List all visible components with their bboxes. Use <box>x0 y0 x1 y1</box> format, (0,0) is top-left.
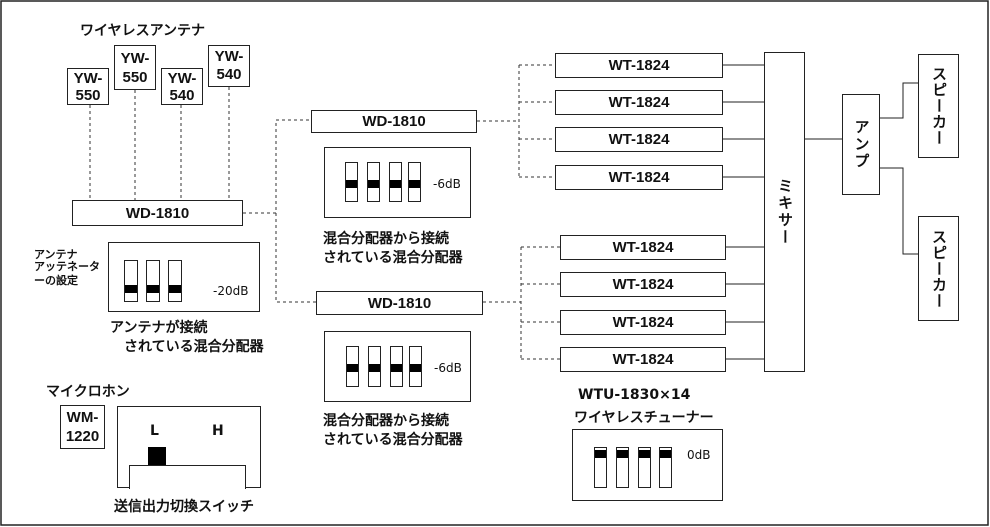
dip-switch <box>409 346 422 387</box>
dip-switch <box>345 162 358 202</box>
microphone-title: マイクロホン <box>46 384 130 400</box>
attenuator-value-20db: -20dB <box>213 284 249 298</box>
microphone-model-line2: 1220 <box>65 428 100 445</box>
upper-splitter-caption-2: されている混合分配器 <box>323 250 463 266</box>
antenna-yw540-a: YW- 540 <box>161 68 203 105</box>
upper-splitter-caption-1: 混合分配器から接続 <box>323 231 449 247</box>
tuner-box: WT-1824 <box>560 235 726 260</box>
antenna-label-line1: YW- <box>167 69 197 87</box>
attenuator-side-label-1: アンテナ <box>34 248 78 261</box>
switch-high-label: H <box>212 423 224 439</box>
microphone-model-line1: WM- <box>66 409 99 426</box>
antenna-splitter-box: WD-1810 <box>72 200 243 226</box>
dip-switch <box>124 260 138 302</box>
antenna-label-line1: YW- <box>73 69 103 87</box>
speaker-box: スピーカー <box>918 54 959 158</box>
dip-switch <box>389 162 402 202</box>
antenna-yw550-a: YW- 550 <box>67 68 109 105</box>
switch-low-label: L <box>150 423 159 439</box>
dip-switch <box>659 447 672 488</box>
dip-switch <box>390 346 403 387</box>
speaker-box: スピーカー <box>918 216 959 321</box>
dip-switch <box>408 162 421 202</box>
mixer-box: ミキサー <box>764 52 805 372</box>
tuner-attenuator-value: 0dB <box>687 448 711 462</box>
lower-splitter-caption-1: 混合分配器から接続 <box>323 413 449 429</box>
antenna-yw540-b: YW- 540 <box>208 45 250 87</box>
switch-slider-track <box>129 465 246 489</box>
upper-splitter-box: WD-1810 <box>311 110 477 133</box>
antenna-label-line2: 540 <box>216 66 242 83</box>
lower-splitter-caption-2: されている混合分配器 <box>323 432 463 448</box>
antenna-label-line2: 540 <box>169 86 195 104</box>
amp-box: アンプ <box>842 94 880 195</box>
switch-slider-knob <box>148 447 166 465</box>
dip-switch <box>594 447 607 488</box>
microphone-model-box: WM- 1220 <box>60 405 105 449</box>
dip-switch <box>638 447 651 488</box>
tuner-box: WT-1824 <box>560 347 726 372</box>
tuner-box: WT-1824 <box>560 272 726 297</box>
dip-switch <box>346 346 359 387</box>
lower-splitter-box: WD-1810 <box>316 291 483 315</box>
antenna-section-title: ワイヤレスアンテナ <box>80 23 206 39</box>
tuner-group-name: ワイヤレスチューナー <box>574 410 714 426</box>
dip-switch <box>146 260 160 302</box>
dip-switch <box>367 162 380 202</box>
antenna-label-line2: 550 <box>75 86 101 104</box>
power-switch-caption: 送信出力切換スイッチ <box>114 499 254 515</box>
dip-switch <box>368 346 381 387</box>
upper-attenuator-value: -6dB <box>433 177 461 191</box>
tuner-group-model: WTU-1830×14 <box>578 387 691 403</box>
lower-attenuator-value: -6dB <box>434 361 462 375</box>
dip-switch <box>616 447 629 488</box>
tuner-box: WT-1824 <box>555 90 723 115</box>
attenuator-side-label-2: アッテネーターの設定 <box>34 260 100 287</box>
tuner-box: WT-1824 <box>555 127 723 152</box>
tuner-box: WT-1824 <box>555 165 723 190</box>
tuner-box: WT-1824 <box>555 53 723 78</box>
dip-switch <box>168 260 182 302</box>
antenna-yw550-b: YW- 550 <box>114 45 156 90</box>
antenna-label-line1: YW- <box>214 48 244 65</box>
antenna-label-line1: YW- <box>120 49 150 67</box>
tuner-box: WT-1824 <box>560 310 726 335</box>
attenuator-caption-2: されている混合分配器 <box>124 339 264 355</box>
antenna-label-line2: 550 <box>122 68 148 86</box>
attenuator-caption-1: アンテナが接続 <box>110 320 208 336</box>
